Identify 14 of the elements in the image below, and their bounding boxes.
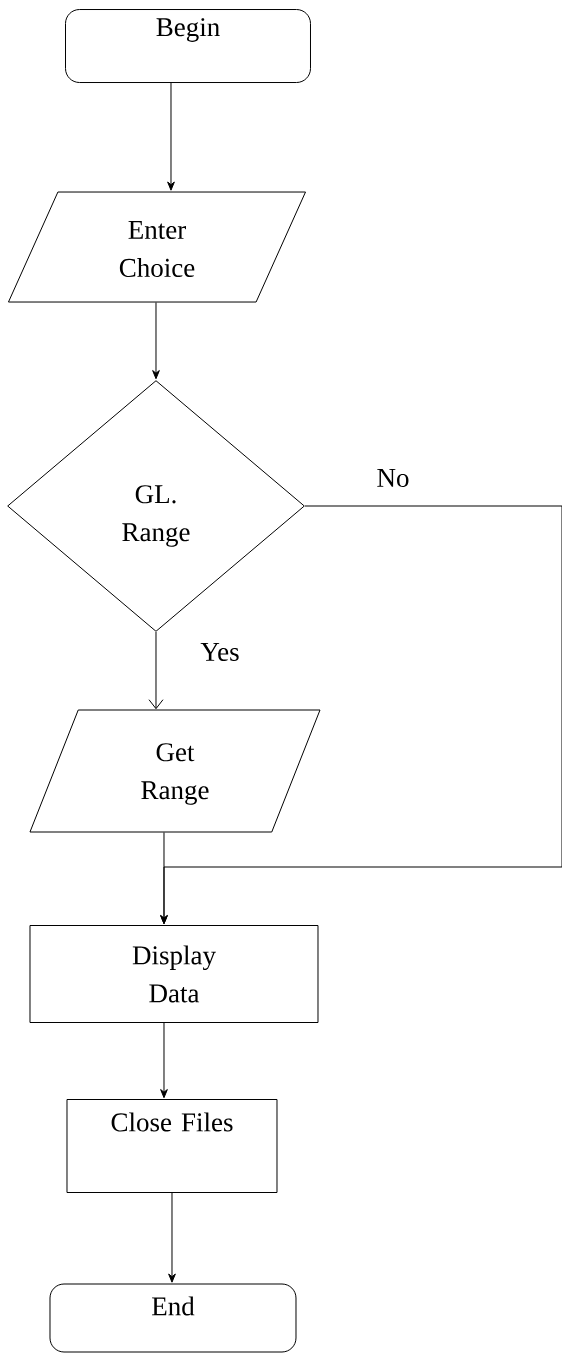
process-box: Display Data — [29, 925, 319, 1023]
input-parallelogram: Get Range — [29, 709, 321, 833]
arrow — [160, 505, 562, 925]
arrow — [167, 82, 175, 191]
edge-label: No — [375, 468, 411, 488]
arrow — [148, 631, 164, 710]
edge-label: Yes — [199, 642, 241, 662]
arrow — [160, 1022, 168, 1099]
process-box: Close Files — [66, 1099, 278, 1193]
arrow — [168, 1192, 176, 1283]
terminal-box: End — [49, 1283, 297, 1353]
arrow — [152, 302, 160, 380]
input-parallelogram: Enter Choice — [8, 191, 306, 303]
terminal-box: Begin — [65, 9, 311, 83]
